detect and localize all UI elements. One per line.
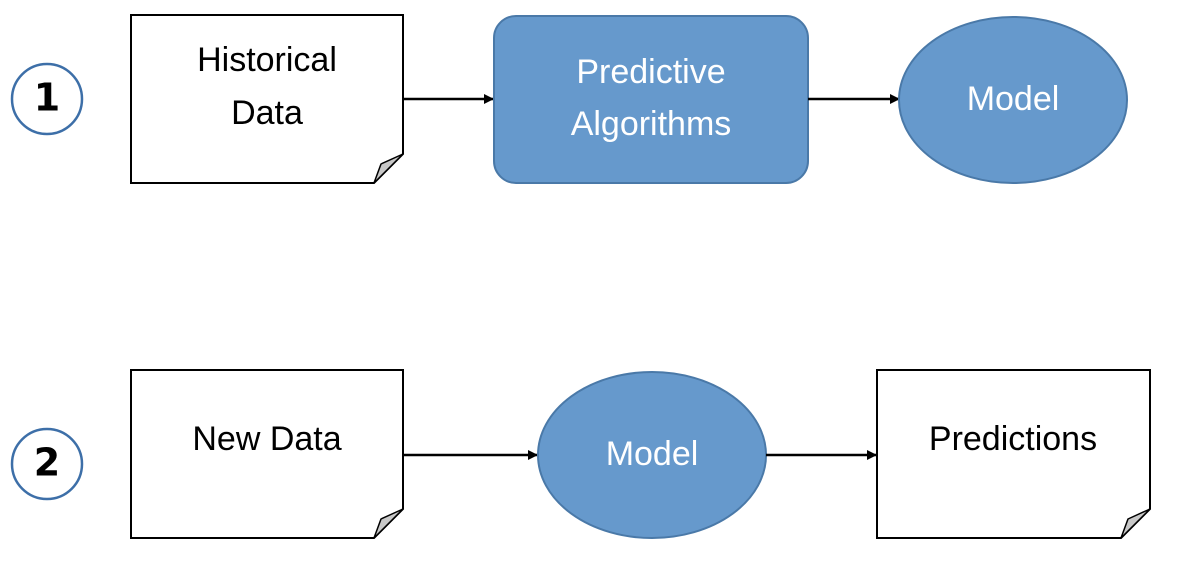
predictive-algorithms-box: Predictive Algorithms: [493, 15, 809, 184]
predictions-document: Predictions: [876, 369, 1151, 539]
step-1-number: 1: [34, 76, 60, 120]
new-data-label: New Data: [192, 420, 341, 458]
historical-data-document: Historical Data: [130, 14, 404, 184]
predictions-label: Predictions: [929, 420, 1097, 458]
new-data-document: New Data: [130, 369, 404, 539]
page-fold-icon: [1120, 508, 1151, 539]
step-1-row: 1 Historical Data Predictive Algorithms …: [10, 14, 1128, 184]
model-label-step2: Model: [606, 435, 699, 473]
step-1-badge: 1: [10, 62, 84, 136]
step-2-badge: 2: [10, 427, 84, 501]
page-fold-icon: [373, 508, 404, 539]
historical-data-label-line1: Historical: [197, 41, 337, 79]
model-ellipse-step1: Model: [898, 16, 1128, 184]
model-label-step1: Model: [967, 80, 1060, 118]
model-ellipse-step2: Model: [537, 371, 767, 539]
step-2-row: 2 New Data Model Predictions: [10, 369, 1151, 539]
page-fold-icon: [373, 153, 404, 184]
predictive-algorithms-label-line1: Predictive: [576, 53, 725, 91]
historical-data-label-line2: Data: [231, 94, 303, 132]
step-2-number: 2: [34, 441, 60, 485]
predictive-algorithms-label-line2: Algorithms: [571, 105, 732, 143]
